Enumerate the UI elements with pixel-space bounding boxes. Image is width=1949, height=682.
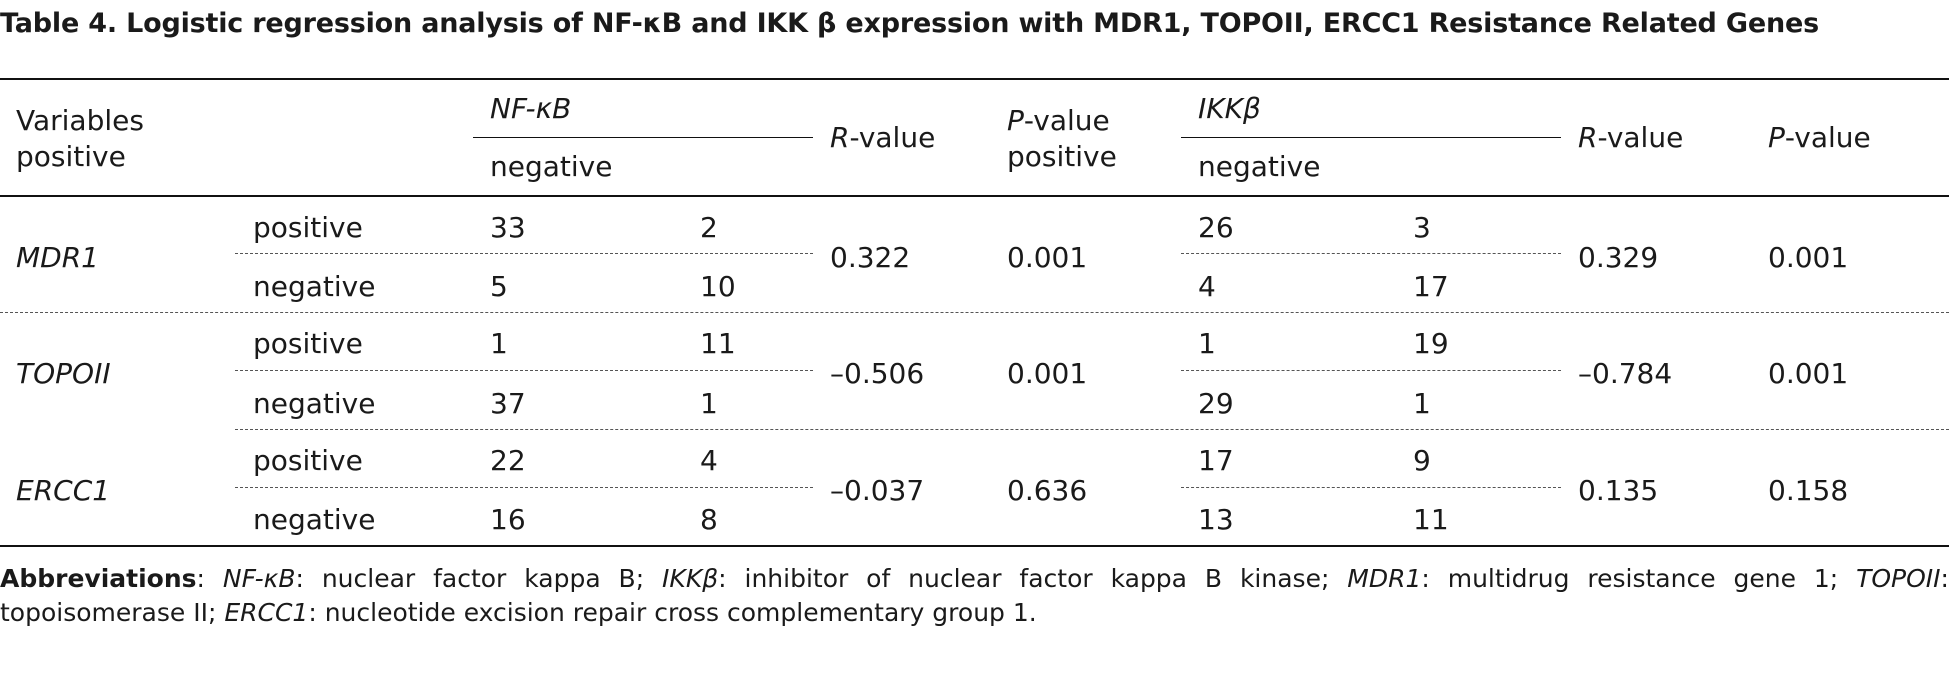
p-value-cell: 0.001	[1007, 241, 1088, 274]
abbr-definition: nucleotide excision repair cross complem…	[324, 598, 1029, 627]
table-top-rule	[0, 78, 1949, 80]
ercc1-ikkb-row-divider	[1181, 487, 1561, 488]
abbr-term: IKKβ	[662, 564, 719, 593]
header-p-value-1-symbol: P	[1007, 104, 1024, 137]
table-cell: 1	[1198, 327, 1216, 360]
header-p-value-1-suffix: -value	[1023, 104, 1110, 137]
abbr-term: MDR1	[1347, 564, 1422, 593]
gene-label: ERCC1	[16, 474, 111, 507]
gene-label: MDR1	[16, 241, 99, 274]
header-negative-2: negative	[1198, 150, 1321, 183]
p-value-cell: 0.001	[1768, 357, 1849, 390]
table-cell: 1	[700, 387, 718, 420]
header-positive-1: positive	[16, 140, 126, 173]
sub-row-label: negative	[253, 503, 376, 536]
header-r-value-1-symbol: R	[830, 121, 850, 154]
table-cell: 19	[1413, 327, 1449, 360]
ikkb-header-rule	[1181, 137, 1561, 138]
table-cell: 11	[700, 327, 736, 360]
table-cell: 33	[490, 211, 526, 244]
table-cell: 16	[490, 503, 526, 536]
table-cell: 3	[1413, 211, 1431, 244]
header-p-value-1: P-value	[1007, 104, 1110, 138]
p-value-cell: 0.636	[1007, 474, 1088, 507]
table-cell: 11	[1413, 503, 1449, 536]
header-variables: Variables	[16, 104, 144, 137]
table-cell: 1	[490, 327, 508, 360]
table-cell: 26	[1198, 211, 1234, 244]
header-positive-2: positive	[1007, 140, 1117, 173]
table-cell: 17	[1413, 270, 1449, 303]
table-cell: 29	[1198, 387, 1234, 420]
mdr1-row-divider	[235, 253, 813, 254]
table-cell: 4	[700, 444, 718, 477]
sub-row-label: negative	[253, 270, 376, 303]
abbr-term: TOPOII	[1856, 564, 1941, 593]
table-cell: 22	[490, 444, 526, 477]
header-r-value-2-suffix: -value	[1597, 121, 1684, 154]
header-r-value-2-symbol: R	[1578, 121, 1598, 154]
table-cell: 17	[1198, 444, 1234, 477]
r-value-cell: –0.784	[1578, 357, 1673, 390]
topoii-ikkb-row-divider	[1181, 370, 1561, 371]
table-cell: 37	[490, 387, 526, 420]
r-value-cell: –0.506	[830, 357, 925, 390]
abbr-definition: topoisomerase II	[0, 598, 208, 627]
abbr-term: ERCC1	[224, 598, 309, 627]
header-p-value-2: P-value	[1768, 121, 1871, 155]
header-p-value-2-symbol: P	[1768, 121, 1785, 154]
p-value-cell: 0.158	[1768, 474, 1849, 507]
mdr1-ikkb-row-divider	[1181, 253, 1561, 254]
header-negative-1: negative	[490, 150, 613, 183]
p-value-cell: 0.001	[1768, 241, 1849, 274]
table-cell: 5	[490, 270, 508, 303]
group-divider-2	[235, 429, 1949, 430]
table-cell: 9	[1413, 444, 1431, 477]
topoii-row-divider	[235, 370, 813, 371]
table-title: Table 4. Logistic regression analysis of…	[0, 8, 1819, 39]
sub-row-label: positive	[253, 211, 363, 244]
table-cell: 1	[1413, 387, 1431, 420]
abbr-definition: inhibitor of nuclear factor kappa B kina…	[744, 564, 1321, 593]
p-value-cell: 0.001	[1007, 357, 1088, 390]
abbr-definition: nuclear factor kappa B	[321, 564, 636, 593]
header-r-value-1: R-value	[830, 121, 935, 155]
header-r-value-2: R-value	[1578, 121, 1683, 155]
abbr-definition: multidrug resistance gene 1	[1447, 564, 1830, 593]
nfkb-header-rule	[473, 137, 813, 138]
ercc1-row-divider	[235, 487, 813, 488]
table-bottom-rule	[0, 545, 1949, 547]
gene-label: TOPOII	[16, 357, 111, 390]
header-r-value-1-suffix: -value	[849, 121, 936, 154]
table-cell: 13	[1198, 503, 1234, 536]
header-p-value-2-suffix: -value	[1784, 121, 1871, 154]
sub-row-label: positive	[253, 327, 363, 360]
header-bottom-rule	[0, 195, 1949, 197]
header-nfkb: NF-κB	[490, 92, 572, 125]
r-value-cell: 0.329	[1578, 241, 1659, 274]
r-value-cell: –0.037	[830, 474, 925, 507]
sub-row-label: negative	[253, 387, 376, 420]
table-cell: 10	[700, 270, 736, 303]
r-value-cell: 0.322	[830, 241, 911, 274]
table-cell: 2	[700, 211, 718, 244]
table-cell: 4	[1198, 270, 1216, 303]
abbreviations-footnote: Abbreviations: NF-κB: nuclear factor kap…	[0, 564, 1949, 627]
abbreviations-label: Abbreviations	[0, 564, 197, 593]
table-cell: 8	[700, 503, 718, 536]
abbr-term: NF-κB	[222, 564, 296, 593]
group-divider-1	[0, 312, 1949, 313]
header-ikkb: IKKβ	[1198, 92, 1261, 125]
r-value-cell: 0.135	[1578, 474, 1659, 507]
sub-row-label: positive	[253, 444, 363, 477]
